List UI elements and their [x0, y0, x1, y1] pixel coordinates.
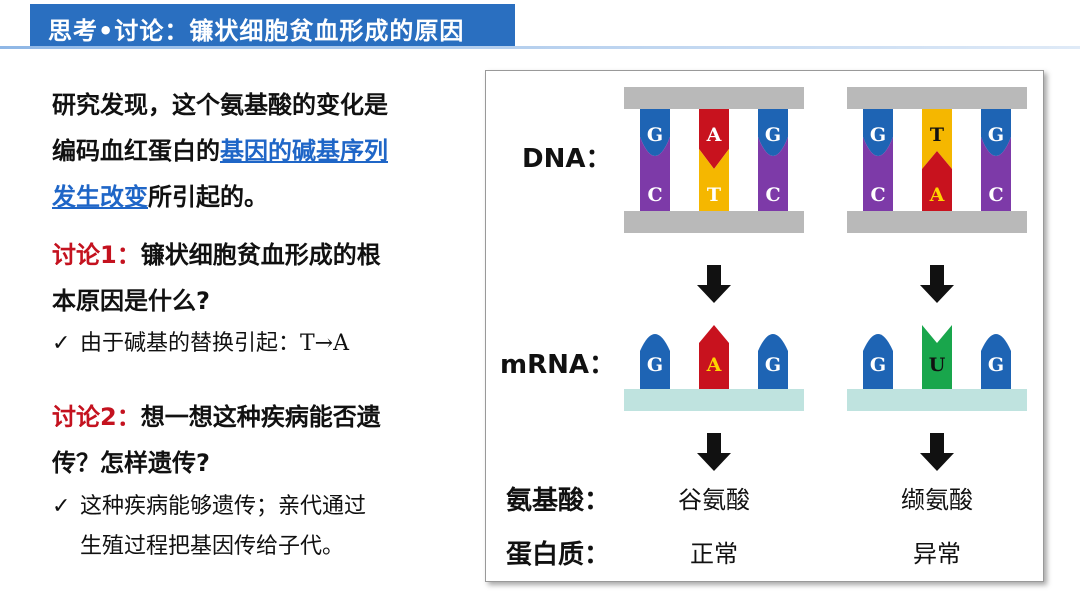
base-letter: G	[765, 354, 781, 376]
base-letter: G	[870, 354, 886, 376]
dna-backbone-bottom	[624, 211, 804, 233]
base-letter: G	[988, 124, 1004, 146]
dna-bottom-base	[922, 151, 952, 211]
dna-bottom-base	[758, 137, 788, 211]
base-letter: C	[870, 184, 885, 206]
mrna-strand	[624, 389, 804, 411]
dna-top-base	[640, 109, 670, 156]
dna-bottom-base	[981, 137, 1011, 211]
intro-line-1: 研究发现，这个氨基酸的变化是	[52, 91, 388, 119]
intro-paragraph: 研究发现，这个氨基酸的变化是 编码血红蛋白的基因的碱基序列 发生改变所引起的。	[52, 82, 388, 220]
dna-top-base	[922, 109, 952, 169]
intro-line-3: 发生改变所引起的。	[52, 174, 388, 220]
answer-1-text: 由于碱基的替换引起：T→A	[80, 331, 349, 356]
answer-2-text: 这种疾病能够遗传；亲代通过	[80, 494, 367, 519]
down-arrow-icon	[697, 433, 731, 471]
dna-backbone-top	[847, 87, 1027, 109]
base-letter: A	[929, 184, 945, 206]
mrna-base	[981, 334, 1011, 389]
highlight-changed: 发生改变	[52, 183, 148, 211]
base-letter: A	[706, 124, 722, 146]
amino-acid-name: 谷氨酸	[678, 486, 750, 514]
dna-top-base	[863, 109, 893, 156]
dna-bottom-base	[699, 149, 729, 211]
discussion-1-line-1: 讨论1：镰状细胞贫血形成的根	[52, 232, 381, 278]
base-letter: T	[930, 124, 944, 146]
highlight-gene-sequence: 基因的碱基序列	[220, 137, 388, 165]
base-letter: G	[647, 354, 663, 376]
protein-label: 蛋白质：	[506, 539, 610, 570]
check-icon: ✓	[52, 494, 71, 519]
protein-status: 异常	[913, 540, 961, 568]
base-letter: G	[765, 124, 781, 146]
check-icon: ✓	[52, 331, 71, 356]
protein-status: 正常	[690, 540, 738, 568]
discussion-1-question: 讨论1：镰状细胞贫血形成的根 本原因是什么?	[52, 232, 381, 324]
base-letter: G	[988, 354, 1004, 376]
mrna-strand	[847, 389, 1027, 411]
dna-top-base	[981, 109, 1011, 156]
mrna-base	[758, 334, 788, 389]
answer-2-line-1: ✓ 这种疾病能够遗传；亲代通过	[52, 487, 366, 527]
base-letter: C	[988, 184, 1003, 206]
discussion-1-answer: ✓ 由于碱基的替换引起：T→A	[52, 324, 349, 364]
intro-text: 所引起的。	[148, 183, 268, 211]
answer-2-line-2: 生殖过程把基因传给子代。	[80, 534, 345, 559]
mutation-diagram: DNA： mRNA： 氨基酸： 蛋白质： G A G C T C G A G 谷氨酸正常 G T G C…	[485, 70, 1044, 582]
page-title: 思考•讨论：镰状细胞贫血形成的原因	[48, 17, 465, 45]
down-arrow-icon	[920, 433, 954, 471]
base-letter: C	[647, 184, 662, 206]
dna-label: DNA：	[522, 144, 611, 174]
amino-acid-label: 氨基酸：	[506, 485, 610, 516]
dna-bottom-base	[863, 137, 893, 211]
discussion-1-line-2: 本原因是什么?	[52, 287, 210, 315]
header-bar: 思考•讨论：镰状细胞贫血形成的原因	[30, 4, 515, 46]
intro-text: 编码血红蛋白的	[52, 137, 220, 165]
mrna-base	[699, 325, 729, 389]
base-letter: A	[706, 354, 722, 376]
mrna-label: mRNA：	[500, 350, 615, 380]
discussion-2-answer: ✓ 这种疾病能够遗传；亲代通过 生殖过程把基因传给子代。	[52, 487, 366, 567]
discussion-1-label: 讨论1：	[52, 241, 141, 269]
discussion-2-line-1: 讨论2：想一想这种疾病能否遗	[52, 394, 381, 440]
intro-line-2: 编码血红蛋白的基因的碱基序列	[52, 128, 388, 174]
discussion-2-line-2: 传？怎样遗传?	[52, 449, 210, 477]
dna-backbone-top	[624, 87, 804, 109]
discussion-2-question: 讨论2：想一想这种疾病能否遗 传？怎样遗传?	[52, 394, 381, 486]
discussion-2-text: 想一想这种疾病能否遗	[140, 403, 381, 431]
mrna-base	[863, 334, 893, 389]
mrna-base	[922, 325, 952, 389]
header-divider	[0, 46, 1080, 49]
discussion-2-label: 讨论2：	[52, 403, 141, 431]
dna-bottom-base	[640, 137, 670, 211]
base-letter: C	[765, 184, 780, 206]
base-letter: U	[929, 354, 946, 376]
base-letter: G	[870, 124, 886, 146]
down-arrow-icon	[697, 265, 731, 303]
dna-top-base	[758, 109, 788, 156]
base-letter: G	[647, 124, 663, 146]
mrna-base	[640, 334, 670, 389]
dna-top-base	[699, 109, 729, 169]
down-arrow-icon	[920, 265, 954, 303]
discussion-1-text: 镰状细胞贫血形成的根	[140, 241, 381, 269]
base-letter: T	[707, 184, 721, 206]
dna-backbone-bottom	[847, 211, 1027, 233]
amino-acid-name: 缬氨酸	[901, 486, 973, 514]
